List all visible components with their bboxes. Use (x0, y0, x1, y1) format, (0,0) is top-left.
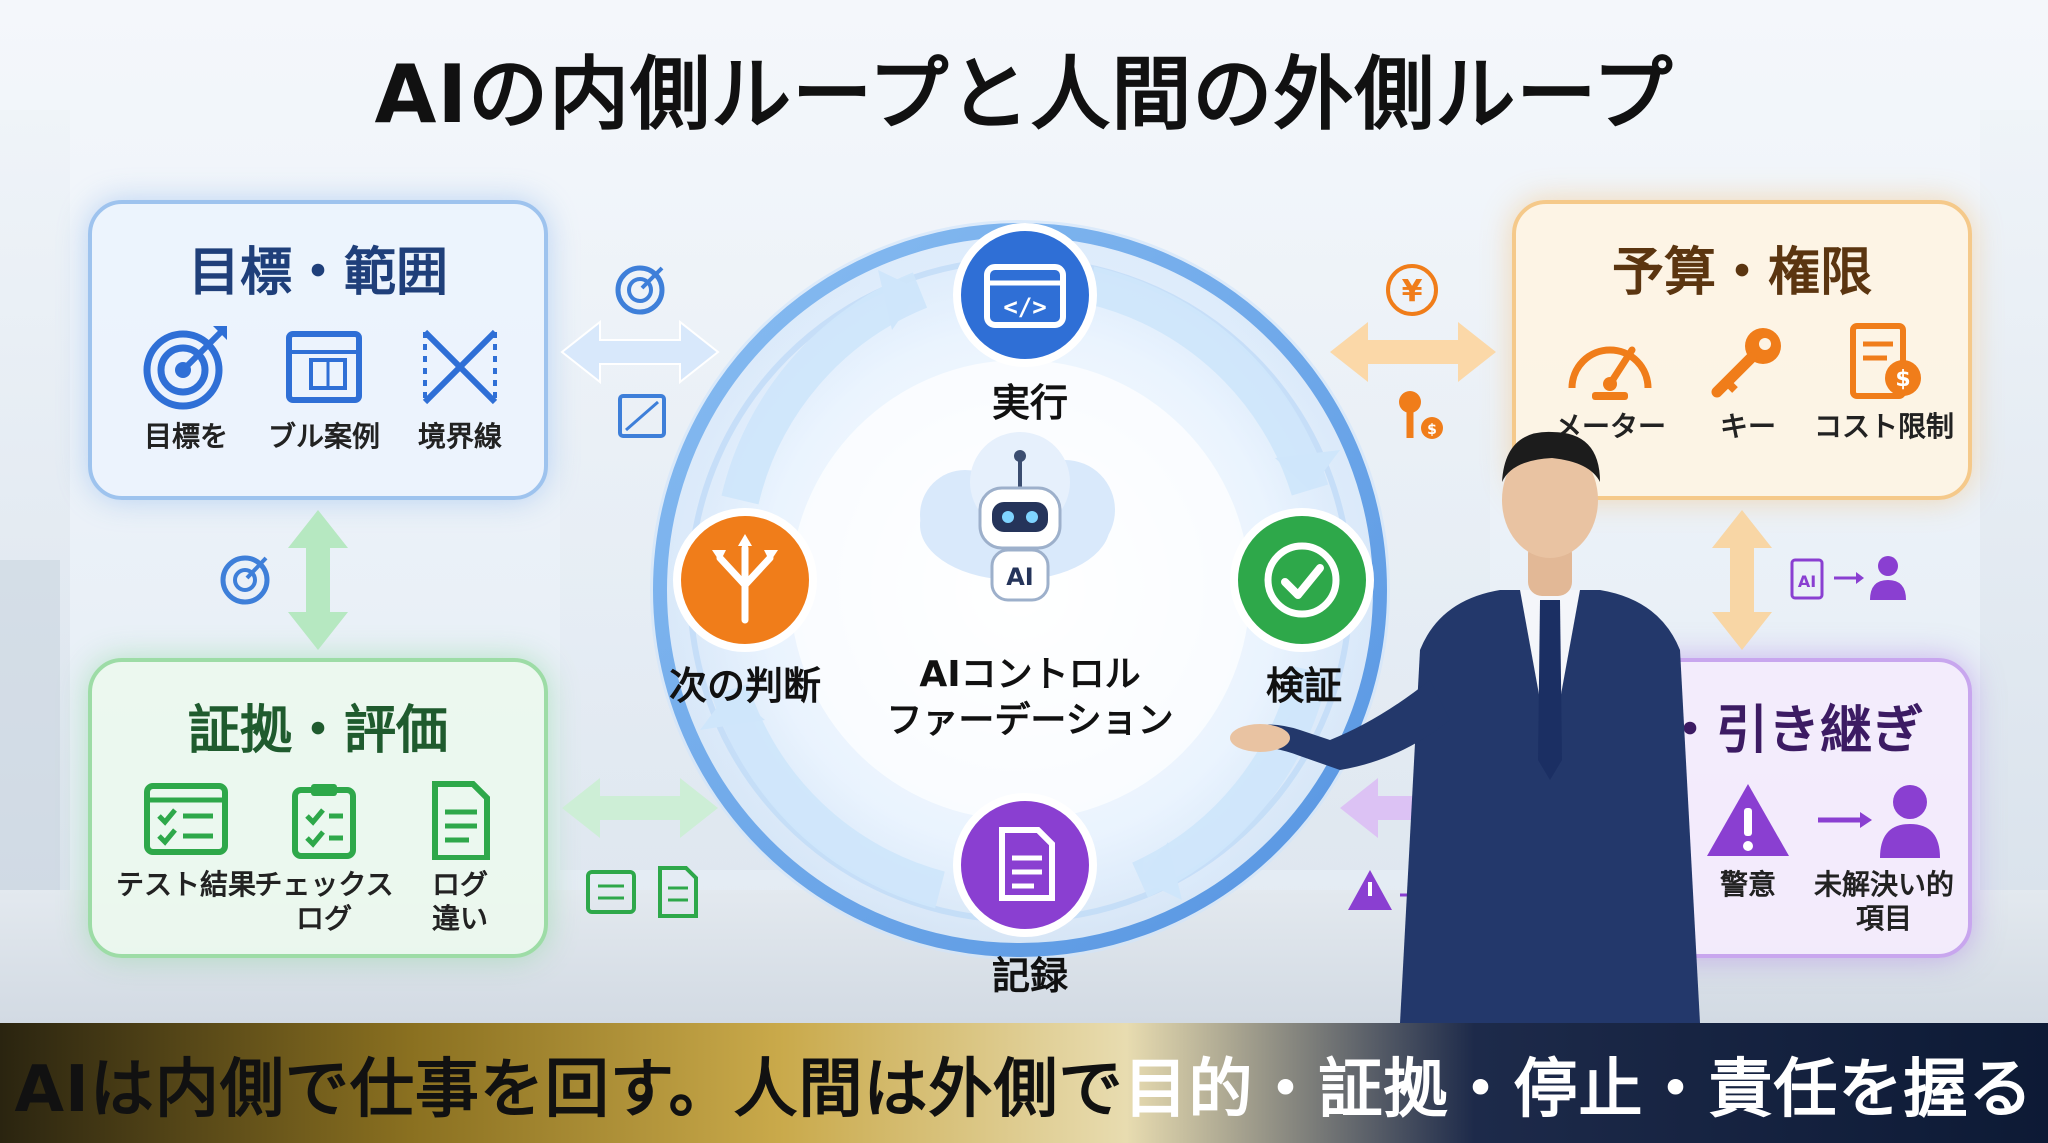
center-label: AIコントロル ファーデーション (880, 652, 1180, 744)
key-label: キー (1719, 410, 1776, 443)
double-arrow-left-vertical (288, 510, 348, 650)
background-window (1980, 110, 2048, 890)
meter-item: メーター (1540, 322, 1680, 444)
log-diff-label-2: 違い (431, 902, 488, 935)
unresolved-item: 未解決い的 項目 (1814, 780, 1954, 936)
double-arrow-right-vertical (1712, 510, 1772, 650)
blueprint-item: ブル案例 (254, 322, 394, 454)
arrowhead-bottom-right (1140, 842, 1182, 900)
arrowhead-bottom-left (700, 690, 765, 730)
gauge-icon (1568, 346, 1652, 400)
panel-budget-title: 予算・権限 (1611, 243, 1872, 303)
cost-document-icon: $ (1850, 323, 1921, 399)
warning-item: 警意 (1678, 780, 1818, 902)
unresolved-label-1: 未解決い的 (1814, 868, 1955, 901)
center-label-line1: AIコントロル (919, 654, 1141, 695)
boundary-item-label: 境界線 (417, 420, 502, 453)
clipboard-check-icon (292, 784, 356, 859)
panel-stop-handoff: 停止・引き継ぎ 停止 警意 未解決い的 項目 (1512, 658, 1972, 958)
cost-limit-item: $ コスト限制 (1814, 322, 1954, 444)
node-label-record: 記録 (991, 954, 1068, 998)
log-diff-label-1: ログ (431, 868, 488, 901)
small-target-icon-left (220, 555, 270, 605)
boundary-icon (422, 329, 498, 405)
node-label-next: 次の判断 (668, 664, 821, 708)
stop-icon (1574, 784, 1646, 856)
node-record-circle (953, 793, 1097, 937)
arrow-top-right (1085, 266, 1329, 496)
goal-item: 目標を (116, 322, 256, 454)
blueprint-icon (286, 331, 362, 403)
arrowhead-top-left (878, 270, 920, 330)
panel-goals-scope: 目標・範囲 目標を ブル案例 境界線 (88, 200, 548, 500)
checklist-window-icon (144, 783, 228, 855)
check-log-label-1: チェックス (254, 868, 394, 901)
meter-label: メーター (1553, 410, 1666, 443)
panel-budget-authority: 予算・権限 メーター キー $ コスト限制 (1512, 200, 1972, 500)
panel-evidence-title: 証拠・評価 (187, 701, 448, 761)
ai-loop-diagram: </> AI (650, 220, 1390, 960)
goal-item-label: 目標を (143, 420, 228, 453)
svg-text:</>: </> (1003, 293, 1046, 321)
stop-label: 停止 (1581, 868, 1638, 901)
check-log-label-2: ログ (295, 902, 352, 935)
check-icon (1264, 542, 1340, 618)
bottom-banner-text: AIは内側で仕事を回す。人間は外側で目的・証拠・停止・責任を握る (0, 1038, 2048, 1130)
ai-robot-icon: AI (920, 432, 1115, 602)
center-label-line2: ファーデーション (886, 700, 1174, 741)
boundary-item: 境界線 (390, 322, 530, 454)
panel-goals-title: 目標・範囲 (187, 243, 448, 303)
key-item: キー (1678, 322, 1818, 444)
arrow-bottom-left (711, 684, 945, 909)
stop-item: 停止 (1540, 780, 1680, 902)
robot-ai-text: AI (1006, 563, 1034, 591)
bottom-banner (0, 1023, 2048, 1143)
test-results-label: テスト結果 (116, 868, 257, 901)
document-icon (999, 827, 1055, 901)
arrow-top-left (721, 272, 928, 505)
panel-evidence-evaluation: 証拠・評価 テスト結果 チェックス ログ ログ 違い (88, 658, 548, 958)
node-label-verify: 検証 (1265, 664, 1342, 708)
branch-arrows-icon (716, 544, 774, 624)
arrowhead-top-right (1275, 450, 1340, 490)
bottom-banner-right: 目的・証拠・停止・責任を握る (1123, 1053, 2034, 1127)
target-icon (143, 326, 227, 410)
warning-icon (1707, 784, 1789, 856)
bottom-banner-left: AIは内側で仕事を回す。人間は外側で (14, 1053, 1124, 1127)
node-verify-circle (1230, 508, 1374, 652)
node-label-execute: 実行 (991, 381, 1068, 425)
check-log-item: チェックス ログ (254, 780, 394, 936)
node-execute-circle (953, 223, 1097, 367)
unresolved-label-2: 項目 (1855, 902, 1912, 935)
test-results-item: テスト結果 (116, 780, 256, 902)
panel-stop-title: 停止・引き継ぎ (1559, 701, 1924, 761)
blueprint-item-label: ブル案例 (267, 420, 380, 453)
warning-label: 警意 (1719, 868, 1776, 901)
handoff-person-icon (1818, 785, 1940, 858)
cost-dollar-text: $ (1895, 367, 1910, 392)
ai-badge-text: AI (1798, 572, 1816, 591)
log-diff-item: ログ 違い (390, 780, 530, 936)
key-icon (1711, 328, 1781, 398)
ai-handoff-icon: AI (1790, 556, 1906, 600)
page-title: AIの内側ループと人間の外側ループ (374, 48, 1674, 141)
code-window-icon (984, 264, 1066, 328)
cost-limit-label: コスト限制 (1814, 410, 1955, 443)
log-document-icon (432, 781, 490, 860)
